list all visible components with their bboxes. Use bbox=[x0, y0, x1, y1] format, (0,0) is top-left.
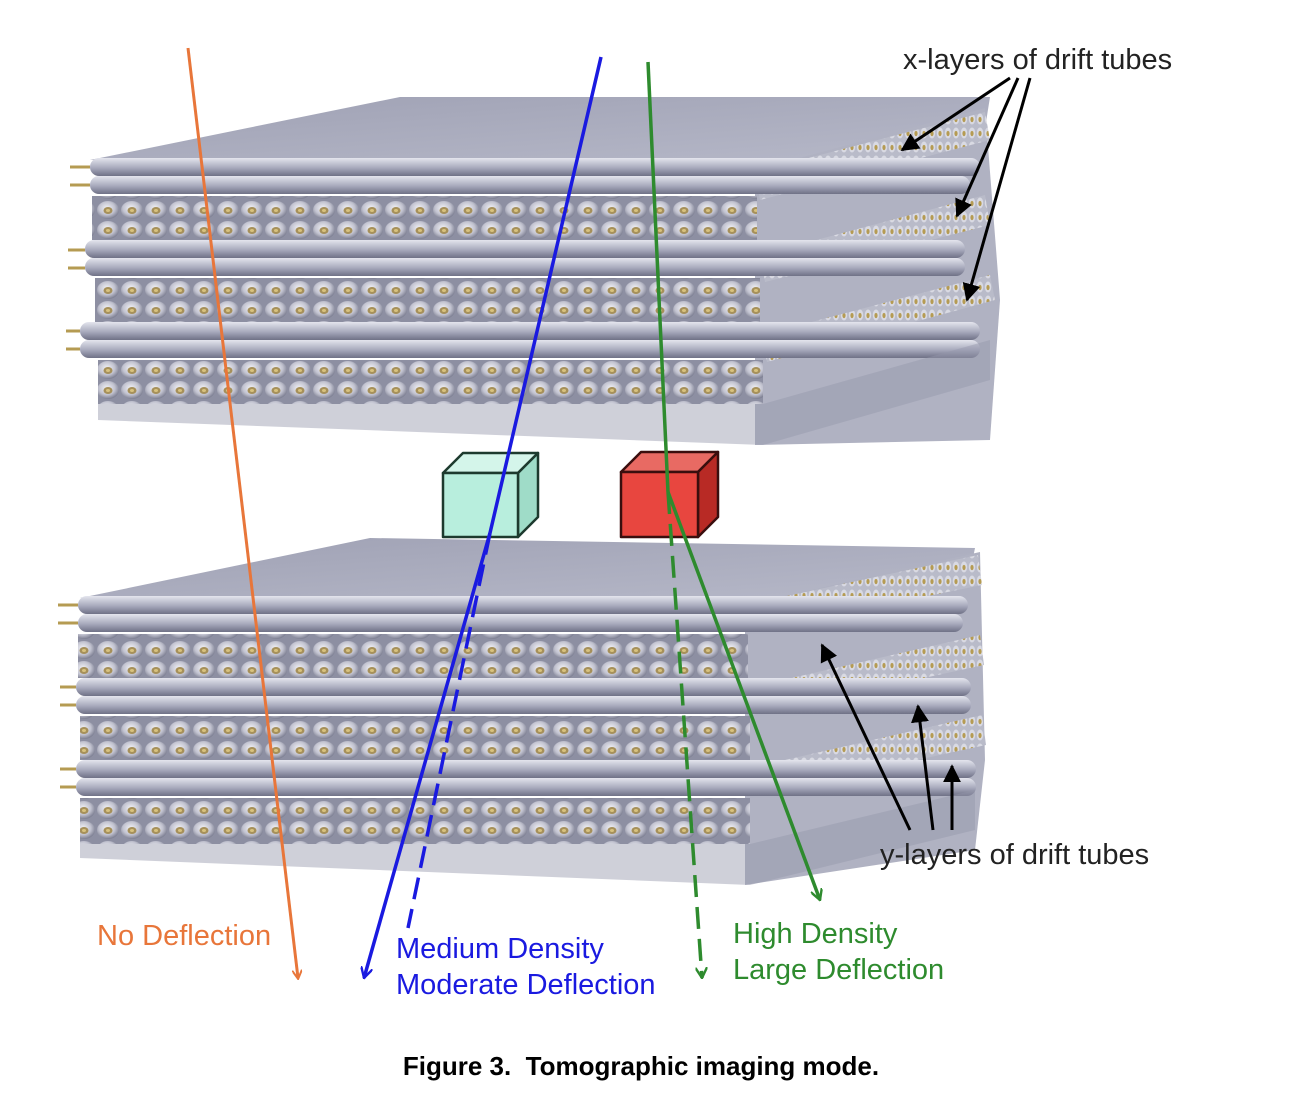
high-density-track bbox=[646, 61, 820, 978]
no-deflection-label: No Deflection bbox=[97, 920, 271, 952]
medium-density-track bbox=[364, 56, 603, 978]
bottom-detector-stack bbox=[58, 538, 986, 885]
x-layers-label: x-layers of drift tubes bbox=[903, 44, 1172, 76]
medium-density-label: Medium Density bbox=[396, 933, 604, 965]
large-deflection-label: Large Deflection bbox=[733, 954, 944, 986]
y-layer-pointers bbox=[820, 643, 961, 831]
x-layer-pointers bbox=[900, 76, 1032, 302]
y-layers-label: y-layers of drift tubes bbox=[880, 839, 1149, 871]
high-density-cube bbox=[619, 450, 720, 539]
no-deflection-track bbox=[186, 47, 298, 978]
figure-caption: Figure 3. Tomographic imaging mode. bbox=[403, 1051, 879, 1081]
high-density-label: High Density bbox=[733, 918, 898, 950]
moderate-deflection-label: Moderate Deflection bbox=[396, 969, 656, 1001]
low-density-cube bbox=[441, 451, 540, 539]
top-detector-stack bbox=[66, 97, 1000, 445]
